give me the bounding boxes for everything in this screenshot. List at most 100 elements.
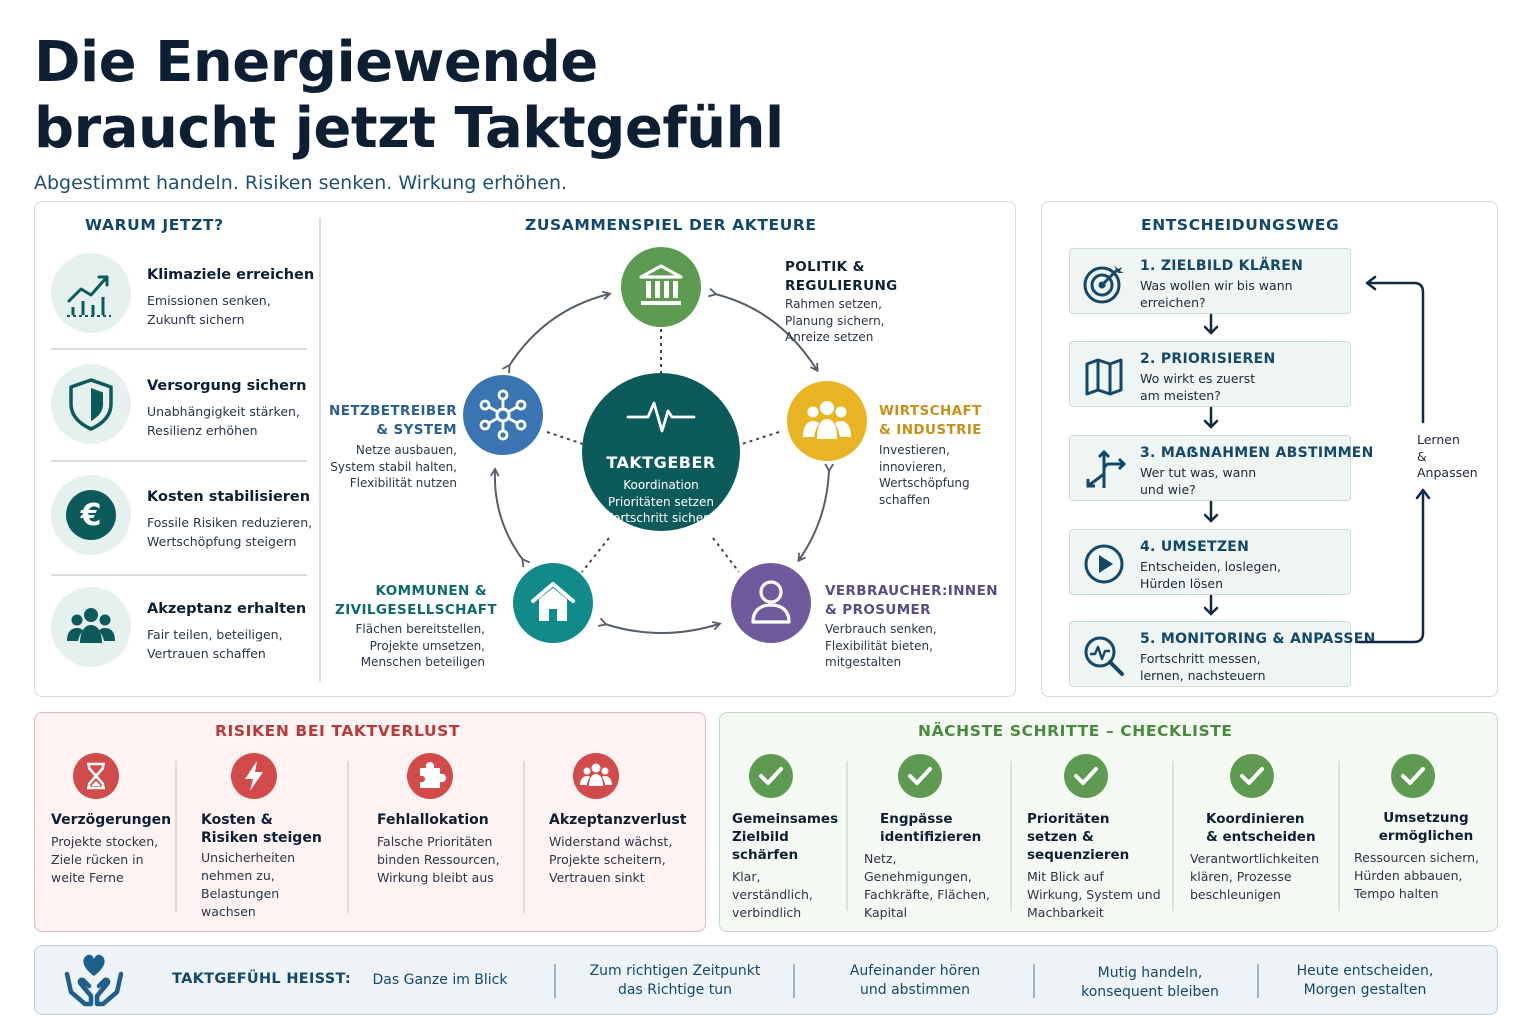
actors-diagram: [490, 288, 835, 634]
risk-title: Fehlallokation: [377, 812, 489, 828]
check-icon: [1230, 754, 1274, 798]
target-icon: [1083, 265, 1124, 304]
hourglass-icon: [73, 753, 119, 799]
politik-text: Rahmen setzen,Planung sichern,Anreize se…: [785, 297, 885, 344]
risk-misallocation: Fehlallokation Falsche Prioritäten binde…: [377, 811, 527, 887]
decision-path-panel: ENTSCHEIDUNGSWEG 1. ZIELBILD KLÄREN Was …: [1041, 201, 1498, 697]
wirtschaft-node: [787, 381, 867, 461]
loop-label: Lernen&Anpassen: [1417, 432, 1478, 480]
netz-node: [463, 375, 543, 455]
check-text: Ressourcen sichern, Hürden abbauen, Temp…: [1354, 850, 1480, 901]
check-title: Umsetzung ermöglichen: [1378, 810, 1474, 844]
house-icon: [531, 582, 575, 621]
why-text: Unabhängigkeit stärken,Resilienz erhöhen: [147, 404, 300, 438]
euro-icon: €: [51, 475, 131, 555]
kommunen-label: KOMMUNEN &ZIVILGESELLSCHAFT: [335, 583, 497, 618]
government-building-icon: [639, 264, 683, 305]
kommunen-text: Flächen bereitstellen,Projekte umsetzen,…: [355, 622, 486, 669]
step-5: 5. MONITORING & ANPASSEN Fortschritt mes…: [1069, 621, 1375, 687]
wirtschaft-label: WIRTSCHAFT& INDUSTRIE: [879, 403, 982, 438]
footer-item-4: Mutig handeln,konsequent bleiben: [1081, 965, 1219, 1000]
step-title: 1. ZIELBILD KLÄREN: [1140, 258, 1304, 274]
divider: [1257, 964, 1259, 998]
why-item-acceptance: Akzeptanz erhalten Fair teilen, beteilig…: [51, 587, 307, 687]
check-text: Verantwortlichkeiten klären, Prozesse be…: [1190, 851, 1320, 902]
verbraucher-text: Verbrauch senken,Flexibilität bieten,mit…: [825, 622, 937, 669]
title-line-2: braucht jetzt Taktgefühl: [34, 96, 784, 161]
column-divider: [319, 218, 321, 682]
risk-text: Falsche Prioritäten binden Ressourcen, W…: [377, 834, 500, 885]
step-1: 1. ZIELBILD KLÄREN Was wollen wir bis wa…: [1069, 248, 1351, 314]
check-text: Netz, Genehmigungen, Fachkräfte, Flächen…: [864, 851, 990, 920]
title-line-1: Die Energiewende: [34, 30, 598, 95]
check-item-3: Prioritäten setzen & sequenzieren Mit Bl…: [1027, 810, 1167, 922]
politik-label: POLITIK &REGULIERUNG: [785, 259, 898, 294]
divider: [1010, 761, 1012, 911]
why-text: Fair teilen, beteiligen,Vertrauen schaff…: [147, 627, 283, 661]
why-heading: WARUM JETZT?: [85, 216, 224, 234]
check-item-2: Engpässe identifizieren Netz, Genehmigun…: [864, 810, 1004, 922]
footer-bar: TAKTGEFÜHL HEISST: Das Ganze im Blick Zu…: [34, 945, 1498, 1015]
why-title: Klimaziele erreichen: [147, 267, 315, 283]
step-title: 5. MONITORING & ANPASSEN: [1140, 631, 1376, 647]
why-item-supply: Versorgung sichern Unabhängigkeit stärke…: [51, 364, 307, 464]
divider: [554, 964, 556, 998]
divider: [51, 348, 307, 350]
svg-text:€: €: [80, 498, 102, 533]
step-3: 3. MAẞNAHMEN ABSTIMMEN Wer tut was, wann…: [1069, 435, 1373, 501]
check-item-5: Umsetzung ermöglichen Ressourcen sichern…: [1354, 809, 1494, 903]
divider: [51, 460, 307, 462]
chart-up-icon: [51, 253, 131, 333]
heart-hands-icon: [64, 954, 124, 1007]
map-icon: [1085, 358, 1123, 396]
main-panel: WARUM JETZT? Klimaziele erreichen Emissi…: [34, 201, 1016, 697]
step-text: Fortschritt messen,lernen, nachsteuern: [1140, 651, 1266, 683]
check-item-4: Koordinieren & entscheiden Verantwortlic…: [1190, 810, 1330, 904]
divider: [1338, 761, 1340, 911]
page-title: Die Energiewende braucht jetzt Taktgefüh…: [34, 30, 784, 162]
subtitle: Abgestimmt handeln. Risiken senken. Wirk…: [34, 172, 568, 194]
step-title: 3. MAẞNAHMEN ABSTIMMEN: [1140, 445, 1374, 461]
kommunen-node: [513, 563, 593, 643]
risk-title: Verzögerungen: [51, 812, 172, 828]
check-text: Mit Blick auf Wirkung, System und Machba…: [1027, 869, 1161, 920]
why-title: Kosten stabilisieren: [147, 489, 311, 505]
directions-icon: [1086, 449, 1127, 488]
divider: [51, 574, 307, 576]
lightning-icon: [231, 753, 277, 799]
check-icon: [1391, 754, 1435, 798]
check-item-1: Gemeinsames Zielbild schärfen Klar, vers…: [732, 810, 844, 922]
risks-heading: RISIKEN BEI TAKTVERLUST: [215, 722, 461, 740]
risk-delays: Verzögerungen Projekte stocken, Ziele rü…: [51, 811, 171, 887]
footer-item-5: Heute entscheiden,Morgen gestalten: [1296, 963, 1434, 998]
actors-heading: ZUSAMMENSPIEL DER AKTEURE: [525, 216, 817, 234]
divider: [347, 761, 349, 913]
footer-item-1: Das Ganze im Blick: [372, 972, 508, 988]
divider: [846, 761, 848, 911]
why-title: Akzeptanz erhalten: [147, 601, 307, 617]
check-title: Engpässe identifizieren: [880, 811, 982, 845]
check-icon: [749, 754, 793, 798]
checklist-panel: NÄCHSTE SCHRITTE – CHECKLISTE Gemeinsame…: [719, 712, 1498, 932]
check-icon: [898, 754, 942, 798]
why-item-climate: Klimaziele erreichen Emissionen senken,Z…: [51, 253, 314, 353]
step-text: Entscheiden, loslegen,Hürden lösen: [1140, 559, 1282, 591]
why-item-costs: € Kosten stabilisieren Fossile Risiken r…: [51, 475, 312, 575]
politik-node: [621, 247, 701, 327]
why-text: Fossile Risiken reduzieren,Wertschöpfung…: [147, 515, 313, 549]
network-icon: [479, 389, 527, 441]
check-title: Prioritäten setzen & sequenzieren: [1027, 811, 1130, 863]
divider: [1172, 761, 1174, 911]
divider: [523, 761, 525, 913]
flow-arrows: [1203, 275, 1431, 644]
heartbeat-icon: [626, 401, 696, 433]
